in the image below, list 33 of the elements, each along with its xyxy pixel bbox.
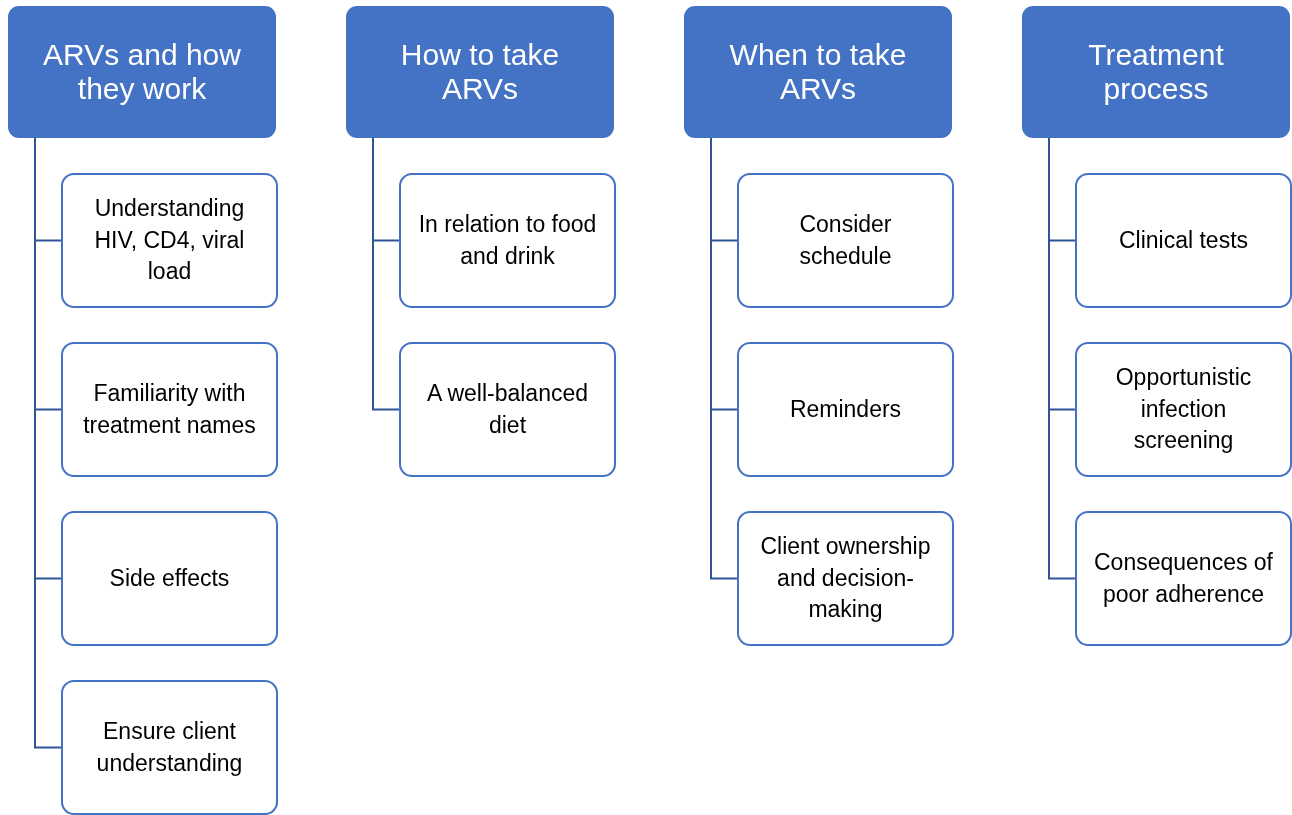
topic-box [399, 173, 616, 308]
topic-box [1075, 342, 1292, 477]
topic-box [61, 173, 278, 308]
topic-box [737, 342, 954, 477]
category-header [346, 6, 614, 138]
box-label: Understanding HIV, CD4, viral load [93, 193, 246, 287]
category-header [1022, 6, 1290, 138]
box-label: Reminders [789, 394, 902, 424]
topic-box [1075, 511, 1292, 646]
topic-box [61, 342, 278, 477]
box-label: How to take ARVs [399, 37, 561, 107]
topic-box [737, 511, 954, 646]
topic-box [737, 173, 954, 308]
box-label: Familiarity with treatment names [82, 378, 257, 440]
box-label: A well-balanced diet [425, 378, 590, 440]
topic-box [399, 342, 616, 477]
box-label: Side effects [109, 563, 230, 593]
category-header [8, 6, 276, 138]
topic-box [1075, 173, 1292, 308]
connector-line [372, 137, 400, 411]
box-label: Client ownership and decision-making [759, 531, 932, 625]
box-label: Consider schedule [798, 209, 893, 271]
topic-box [61, 511, 278, 646]
box-label: In relation to food and drink [417, 209, 598, 271]
box-label: Clinical tests [1118, 225, 1249, 255]
category-header [684, 6, 952, 138]
box-label: ARVs and how they work [42, 37, 242, 107]
topic-box [61, 680, 278, 815]
box-label: When to take ARVs [728, 37, 908, 107]
box-label: Ensure client understanding [95, 716, 244, 778]
box-label: Treatment process [1087, 37, 1225, 107]
box-label: Consequences of poor adherence [1093, 547, 1274, 609]
box-label: Opportunistic infection screening [1114, 362, 1253, 456]
